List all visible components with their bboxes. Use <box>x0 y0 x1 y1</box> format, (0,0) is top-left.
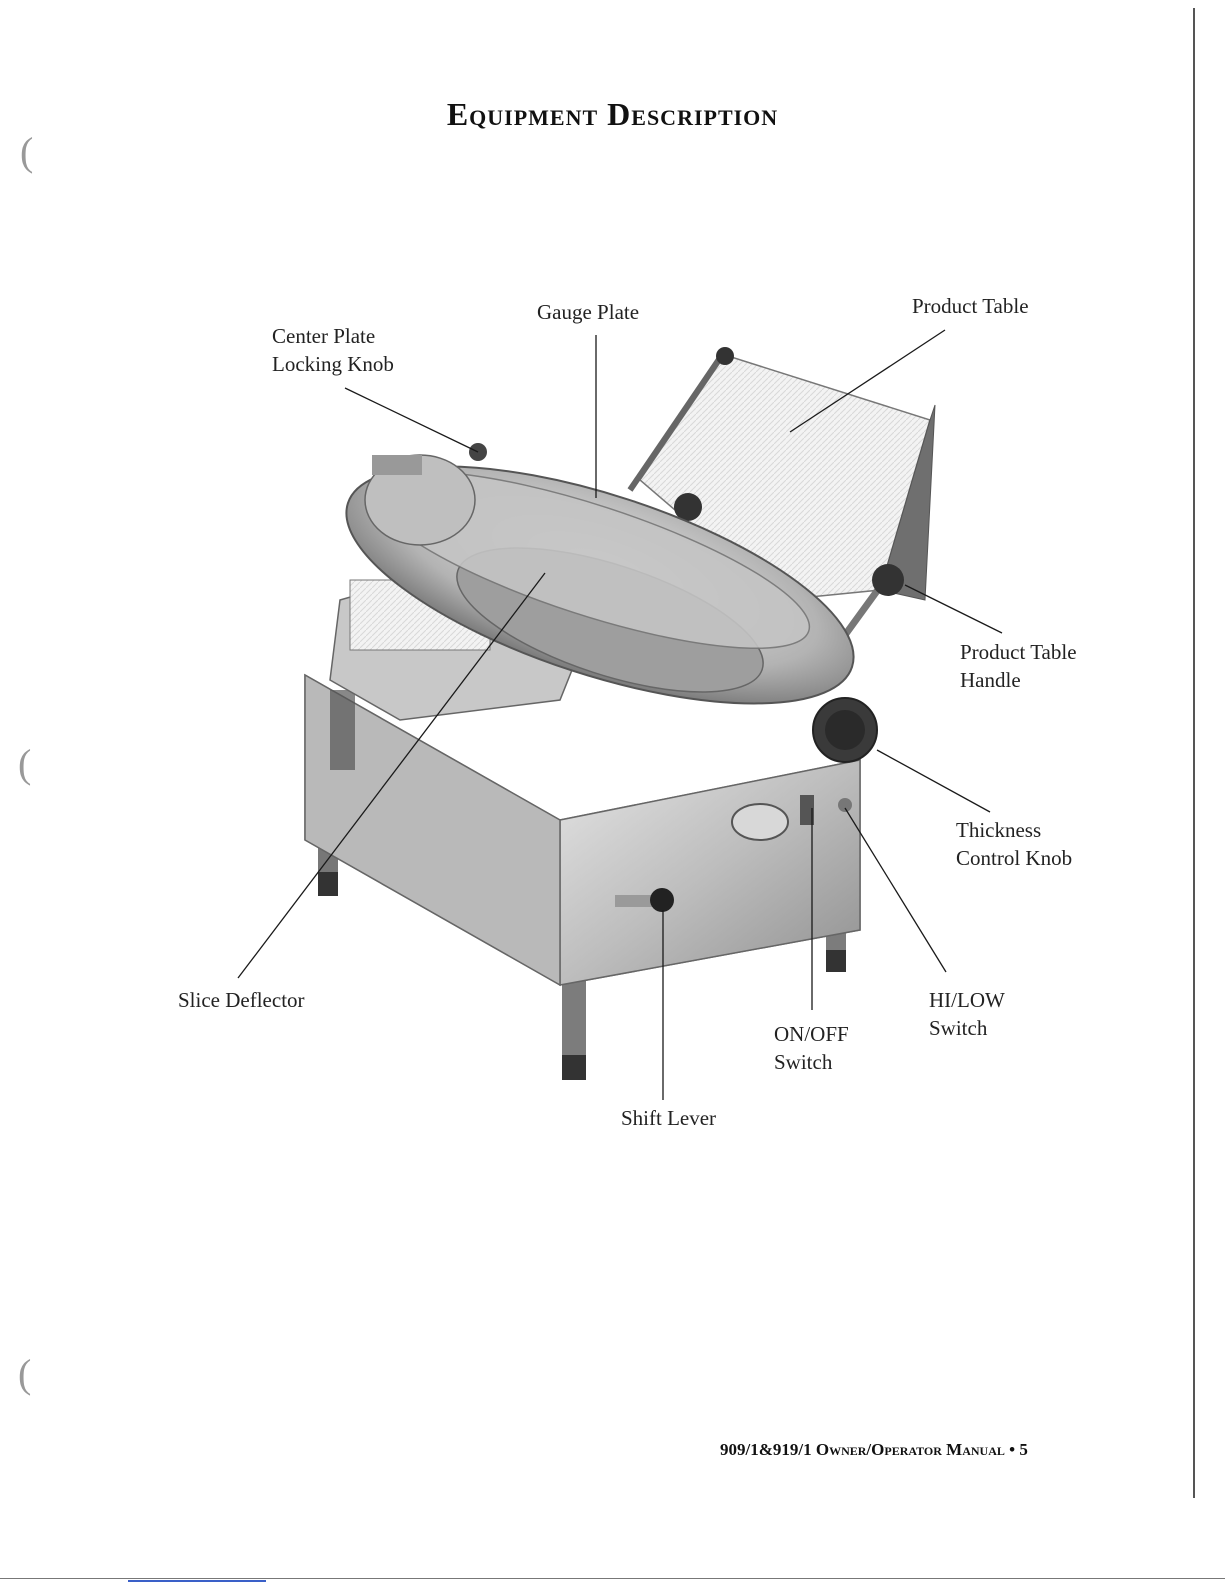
label-line: Product Table <box>960 638 1077 666</box>
scan-binding-mark: ( <box>18 1350 31 1397</box>
label-line: Handle <box>960 666 1077 694</box>
slicer-thickness-knob <box>813 698 877 762</box>
label-line: Switch <box>774 1048 849 1076</box>
label-line: Slice Deflector <box>178 986 305 1014</box>
label-line: Thickness <box>956 816 1072 844</box>
scan-binding-mark: ( <box>20 128 33 175</box>
label-line: Locking Knob <box>272 350 394 378</box>
label-shift-lever: Shift Lever <box>621 1104 716 1132</box>
label-line: Shift Lever <box>621 1104 716 1132</box>
scan-margin-line <box>1193 8 1195 1498</box>
label-line: Product Table <box>912 292 1029 320</box>
callout-line-center-plate <box>345 388 478 452</box>
scan-bottom-line <box>0 1578 1225 1579</box>
label-line: Switch <box>929 1014 1005 1042</box>
label-line: Gauge Plate <box>537 298 639 326</box>
footer-model: 909/1&919/1 <box>720 1440 812 1459</box>
label-product-table-handle: Product Table Handle <box>960 638 1077 694</box>
callout-line-product-table-handle <box>905 585 1002 633</box>
label-slice-deflector: Slice Deflector <box>178 986 305 1014</box>
label-gauge-plate: Gauge Plate <box>537 298 639 326</box>
footer-bullet: • <box>1009 1440 1015 1459</box>
callout-line-thickness-knob <box>877 750 990 812</box>
label-on-off-switch: ON/OFF Switch <box>774 1020 849 1076</box>
scan-bottom-mark <box>128 1580 266 1582</box>
label-line: Control Knob <box>956 844 1072 872</box>
page-footer: 909/1&919/1 Owner/Operator Manual • 5 <box>720 1440 1028 1460</box>
footer-page-number: 5 <box>1019 1440 1028 1459</box>
footer-manual-title: Owner/Operator Manual <box>816 1440 1005 1459</box>
scan-binding-mark: ( <box>18 740 31 787</box>
label-product-table: Product Table <box>912 292 1029 320</box>
label-center-plate-locking-knob: Center Plate Locking Knob <box>272 322 394 378</box>
label-line: ON/OFF <box>774 1020 849 1048</box>
label-thickness-control-knob: Thickness Control Knob <box>956 816 1072 872</box>
label-line: HI/LOW <box>929 986 1005 1014</box>
label-line: Center Plate <box>272 322 394 350</box>
label-hi-low-switch: HI/LOW Switch <box>929 986 1005 1042</box>
slicer-base <box>305 675 860 985</box>
